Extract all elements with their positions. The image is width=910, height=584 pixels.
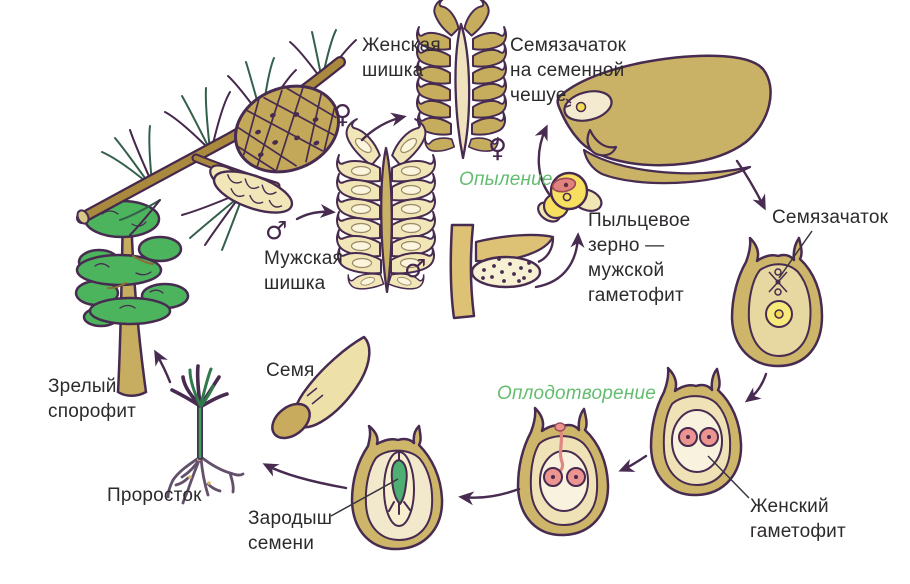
- label-seed: Семя: [266, 360, 315, 381]
- mature-tree-illustration: [74, 199, 190, 397]
- arrow-branch-to-female-section: [360, 112, 407, 142]
- label-fertilization: Оплодотворение: [497, 383, 657, 404]
- pointer-line-female-gametophyte: [707, 455, 750, 499]
- label-male-cone: Мужская шишка: [264, 248, 343, 295]
- young-male-cones: [209, 164, 294, 214]
- label-seed-embryo: Зародыш семени: [248, 508, 333, 555]
- arrow-sac-to-pollen-grain: [534, 232, 585, 289]
- pointer-line-seed-embryo: [330, 478, 399, 517]
- closed-female-cone: [234, 84, 340, 174]
- arrow-pollination: [534, 124, 551, 196]
- embryo-ovule: [350, 424, 444, 551]
- label-pollination: Опыление: [459, 169, 553, 190]
- pollen-sac-illustration: [449, 223, 555, 320]
- male-symbol: ♂: [404, 254, 427, 283]
- winged-seed-illustration: [271, 335, 371, 440]
- arrow-branch-to-male-section: [295, 204, 336, 221]
- arrow-embryo-to-seedling: [262, 463, 348, 490]
- female-gametophyte-ovule: [649, 366, 743, 497]
- label-female-cone: Женская шишка: [362, 35, 441, 82]
- label-ovule: Семязачаток: [772, 207, 889, 228]
- male-cone-section: [336, 116, 436, 295]
- female-cone-section: [415, 0, 508, 160]
- female-symbol: ♀: [488, 134, 508, 164]
- arrow-scale-to-ovule: [735, 159, 766, 211]
- arrow-ovule-to-gametophyte: [744, 372, 768, 403]
- label-ovule-on-scale: Семязачаток на семенной чешуе: [510, 35, 627, 107]
- label-seedling: Проросток: [107, 485, 202, 506]
- arrow-fertilization-to-embryo: [458, 487, 521, 506]
- fertilization-ovule: [516, 406, 610, 537]
- label-pollen-grain: Пыльцевое зерно — мужской гаметофит: [588, 210, 691, 307]
- seed-scale-illustration: [556, 54, 772, 185]
- arrow-seedling-to-tree: [154, 349, 172, 384]
- seedling-illustration: [166, 364, 245, 505]
- ovule-section-illustration: [730, 236, 824, 368]
- arrow-gametophyte-to-fertilization: [618, 454, 648, 472]
- female-symbol: ♀: [333, 100, 353, 130]
- pointer-line-ovule: [778, 230, 813, 279]
- pollen-grain-illustration: [537, 171, 603, 223]
- label-female-gametophyte: Женский гаметофит: [750, 496, 846, 543]
- male-symbol: ♂: [265, 216, 288, 245]
- label-mature-sporophyte: Зрелый спорофит: [48, 376, 137, 423]
